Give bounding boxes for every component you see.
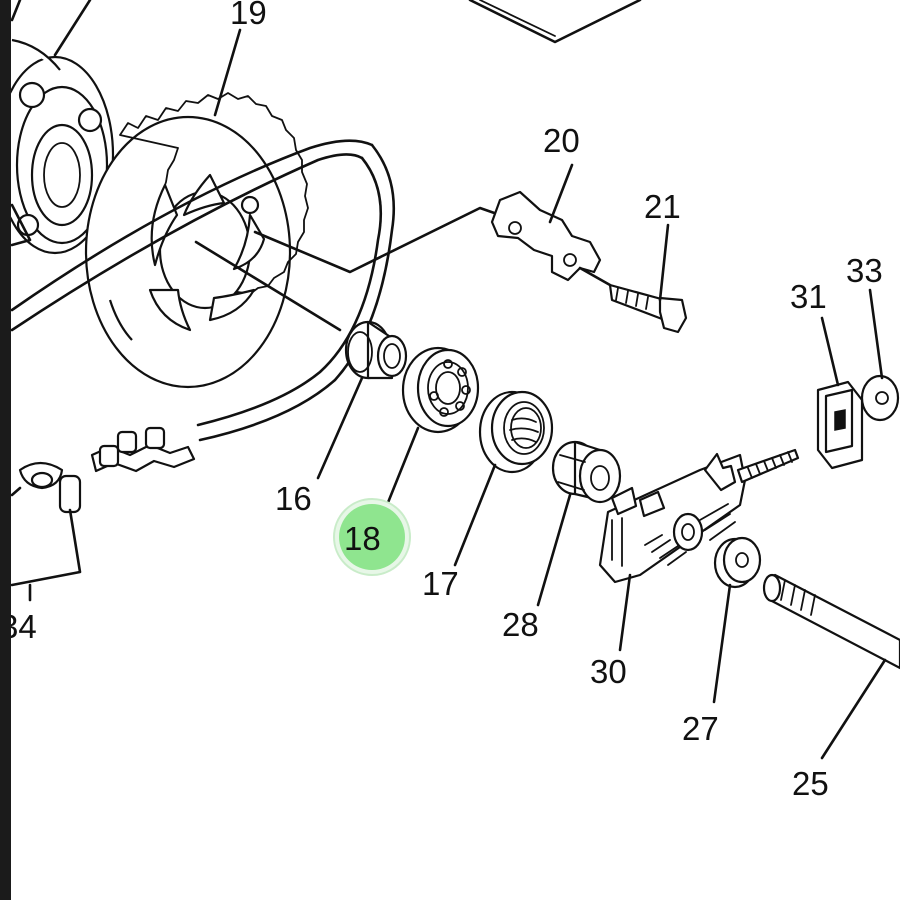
label-17: 17 <box>422 565 459 602</box>
label-27: 27 <box>682 710 719 747</box>
top-frame-outline <box>468 0 642 44</box>
label-31: 31 <box>790 278 827 315</box>
wheel-hub <box>0 0 115 255</box>
label-19: 19 <box>230 0 267 31</box>
label-25: 25 <box>792 765 829 802</box>
cap-washer <box>860 288 900 422</box>
label-28: 28 <box>502 606 539 643</box>
left-edge-bar <box>0 0 11 900</box>
label-20: 20 <box>543 122 580 159</box>
spacer-sleeve <box>536 440 622 607</box>
label-21: 21 <box>644 188 681 225</box>
washer <box>712 536 762 704</box>
highlight-circle <box>339 504 405 570</box>
sprocket <box>84 28 309 389</box>
bearing <box>383 346 480 512</box>
label-18: 18 <box>344 520 381 557</box>
bolt <box>578 223 688 334</box>
spacer-collar <box>316 320 408 480</box>
axle-shaft <box>762 573 900 760</box>
label-16: 16 <box>275 480 312 517</box>
adjuster-block <box>816 316 864 470</box>
chain-adjuster <box>598 448 800 652</box>
label-30: 30 <box>590 653 627 690</box>
oil-seal <box>453 390 554 567</box>
label-33: 33 <box>846 252 883 289</box>
